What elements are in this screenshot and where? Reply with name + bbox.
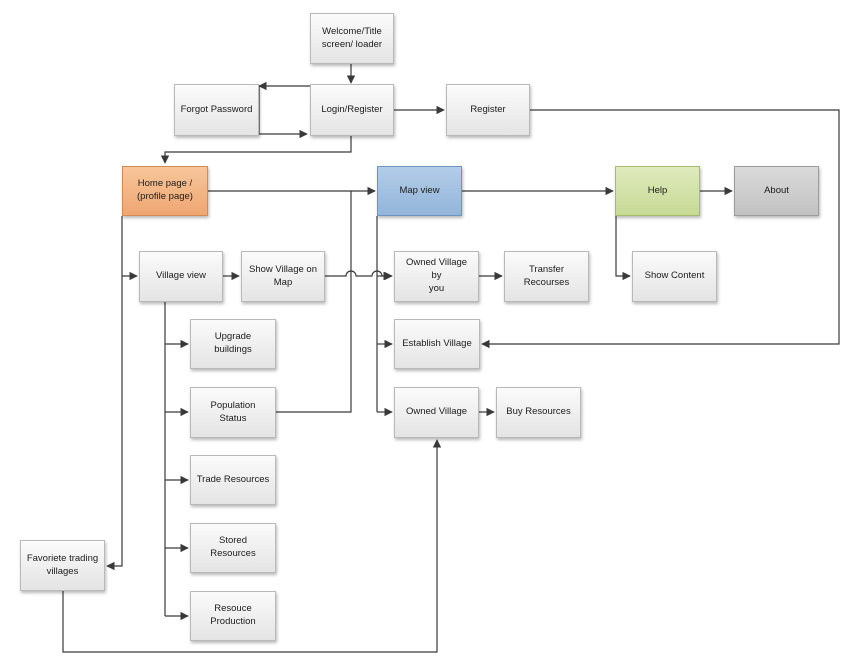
welcome-title-screen-label: Welcome/Title screen/ loader [321, 25, 383, 50]
show-content-label: Show Content [644, 270, 705, 282]
help-node: Help [615, 166, 700, 216]
owned-village-label: Owned Village [405, 406, 468, 418]
establish-village-node: Establish Village [394, 319, 480, 369]
upgrade-buildings-node: Upgrade buildings [190, 319, 276, 369]
edge-population-to-map-view [276, 191, 352, 413]
village-view-node: Village view [139, 251, 223, 302]
register-label: Register [470, 103, 506, 115]
population-status-node: Population Status [190, 387, 276, 438]
edge-forgot-password-to-login [258, 86, 308, 139]
buy-resources-label: Buy Resources [506, 406, 571, 418]
about-node: About [734, 166, 819, 216]
edge-home-to-favoriete [106, 276, 123, 571]
stored-resources-node: Stored Resources [190, 523, 276, 573]
home-page-label: Home page / (profile page) [137, 178, 193, 202]
about-label: About [764, 184, 789, 196]
village-view-label: Village view [156, 270, 206, 282]
buy-resources-node: Buy Resources [496, 387, 581, 438]
edge-register-to-establish-village [481, 109, 840, 349]
edge-home-to-village-view [121, 216, 138, 281]
resouce-production-node: Resouce Production [190, 591, 276, 641]
map-view-node: Map view [377, 166, 462, 216]
edge-favoriete-to-owned-village [62, 439, 442, 653]
favoriete-trading-villages-node: Favoriete trading villages [20, 540, 105, 591]
forgot-password-node: Forgot Password [174, 84, 259, 136]
favoriete-trading-villages-label: Favoriete trading villages [26, 552, 99, 577]
map-view-label: Map view [399, 184, 440, 196]
owned-village-node: Owned Village [394, 387, 479, 438]
show-village-on-map-label: Show Village on Map [249, 263, 317, 288]
population-status-label: Population Status [210, 399, 256, 424]
login-register-label: Login/Register [321, 103, 383, 115]
trade-resources-label: Trade Resources [196, 473, 270, 485]
edge-login-to-home [160, 136, 352, 164]
owned-village-by-you-node: Owned Village by you [394, 251, 479, 302]
home-page-node: Home page / (profile page) [122, 166, 208, 216]
login-register-node: Login/Register [310, 84, 394, 136]
edge-show-on-map-to-owned-by-you [325, 270, 393, 281]
welcome-title-screen-node: Welcome/Title screen/ loader [310, 13, 394, 64]
forgot-password-label: Forgot Password [180, 103, 253, 115]
register-node: Register [446, 84, 530, 136]
help-label: Help [647, 184, 668, 196]
upgrade-buildings-label: Upgrade buildings [214, 331, 252, 355]
stored-resources-label: Stored Resources [210, 535, 256, 559]
establish-village-label: Establish Village [402, 337, 472, 349]
transfer-recourses-label: Transfer Recourses [523, 263, 570, 288]
resouce-production-label: Resouce Production [210, 603, 256, 627]
trade-resources-node: Trade Resources [190, 455, 276, 505]
edge-help-to-show-content [615, 216, 631, 281]
owned-village-by-you-label: Owned Village by you [405, 257, 468, 294]
transfer-recourses-node: Transfer Recourses [504, 251, 589, 302]
show-village-on-map-node: Show Village on Map [241, 251, 325, 302]
show-content-node: Show Content [632, 251, 717, 302]
